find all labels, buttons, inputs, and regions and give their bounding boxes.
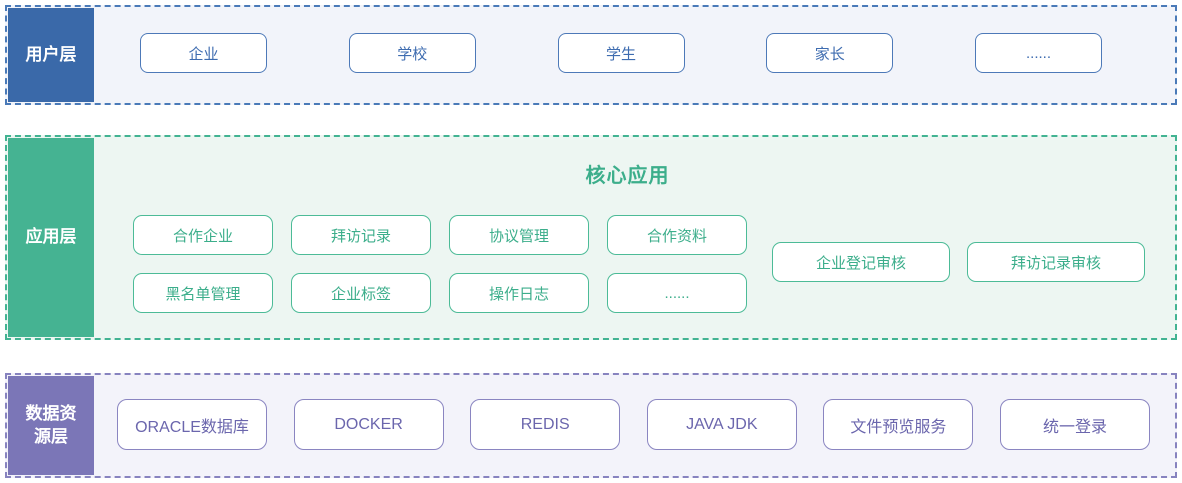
app-module-pill: 拜访记录: [291, 215, 431, 255]
layer-users: 用户层 企业 学校 学生 家长 ......: [5, 5, 1177, 105]
layer-users-label: 用户层: [8, 8, 94, 102]
data-resources-row: ORACLE数据库 DOCKER REDIS JAVA JDK 文件预览服务 统…: [117, 399, 1150, 450]
app-module-pill: 黑名单管理: [133, 273, 273, 313]
app-module-pill: 协议管理: [449, 215, 589, 255]
data-resource-pill: 文件预览服务: [823, 399, 974, 450]
app-module-pill: 合作企业: [133, 215, 273, 255]
app-module-pill: 合作资料: [607, 215, 747, 255]
app-module-pill: 操作日志: [449, 273, 589, 313]
data-resource-pill: REDIS: [470, 399, 621, 450]
data-resource-pill: 统一登录: [999, 399, 1150, 450]
data-resource-pill: JAVA JDK: [646, 399, 797, 450]
user-pill: 学生: [557, 33, 685, 73]
application-modules-grid: 合作企业 拜访记录 协议管理 合作资料 黑名单管理 企业标签 操作日志 ....…: [133, 215, 747, 313]
user-pill-ellipsis: ......: [975, 33, 1102, 73]
users-row: 企业 学校 学生 家长 ......: [140, 33, 1102, 73]
audit-pill: 拜访记录审核: [967, 242, 1145, 282]
audit-pill: 企业登记审核: [772, 242, 950, 282]
data-resource-pill: DOCKER: [293, 399, 444, 450]
core-application-title: 核心应用: [585, 165, 670, 187]
data-resource-pill: ORACLE数据库: [117, 399, 267, 450]
application-audits-row: 企业登记审核 拜访记录审核: [772, 242, 1145, 282]
layer-application-label: 应用层: [8, 138, 94, 337]
user-pill: 企业: [140, 33, 267, 73]
layer-data-resources: 数据资源层 ORACLE数据库 DOCKER REDIS JAVA JDK 文件…: [5, 373, 1177, 478]
app-module-pill: 企业标签: [291, 273, 431, 313]
user-pill: 家长: [766, 33, 894, 73]
app-module-pill-ellipsis: ......: [607, 273, 747, 313]
layer-data-resources-label: 数据资源层: [8, 376, 94, 475]
user-pill: 学校: [348, 33, 476, 73]
layer-application: 应用层 核心应用 合作企业 拜访记录 协议管理 合作资料 黑名单管理 企业标签 …: [5, 135, 1177, 340]
